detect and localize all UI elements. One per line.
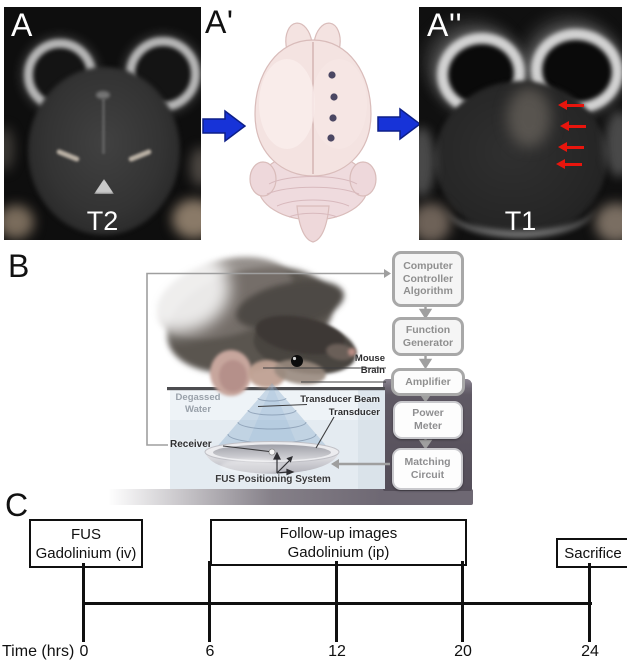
transducer-annotation: Transducer: [328, 407, 380, 418]
flowchart-box-power-meter: Power Meter: [393, 401, 463, 439]
panel-a-prime-label: A': [205, 4, 234, 40]
mouse-brain-dorsal-illustration: [249, 22, 377, 243]
timeline-event-sacrifice: Sacrifice: [556, 538, 627, 568]
timeline-tick-0: [82, 563, 85, 642]
red-arrow-left-icon: [560, 121, 586, 132]
transducer-bowl: [204, 441, 340, 475]
bright-crescent: [445, 175, 595, 238]
panel-a-double-prime-t1-mri: A'' T1: [419, 7, 622, 240]
mouse-brain-annotation: Mouse Brain: [354, 353, 385, 376]
tissue-blob: [190, 147, 201, 187]
timeline-tick-6: [208, 561, 211, 642]
transducer-beam-annotation: Transducer Beam: [300, 394, 380, 405]
red-arrow-left-icon: [558, 142, 584, 153]
mouse-nose: [348, 348, 356, 356]
table-shadow: [108, 489, 473, 505]
time-axis-label: Time (hrs): [2, 643, 75, 660]
leader-lines: [222, 367, 386, 453]
t2-caption: T2: [86, 206, 119, 236]
panel-a-label: A: [11, 7, 33, 43]
flowchart-box-matching-circuit: Matching Circuit: [392, 448, 463, 490]
t1-caption: T1: [504, 206, 537, 236]
tick-label-20: 20: [454, 643, 472, 660]
matching-to-transducer-arrow: [331, 459, 390, 469]
red-arrow-left-icon: [558, 100, 584, 111]
panel-a-t2-mri: A T2: [4, 7, 201, 240]
timeline-tick-20: [461, 561, 464, 642]
tissue-blob: [172, 199, 201, 239]
transducer-beam-cone: [215, 383, 329, 460]
tissue-blob: [605, 111, 622, 177]
sonication-target-spots: [327, 71, 338, 142]
receiver-annotation: Receiver: [170, 439, 212, 450]
tick-label-0: 0: [79, 643, 89, 660]
fus-positioning-system-annotation: FUS Positioning System: [215, 474, 331, 485]
panel-a-double-prime-label: A'': [427, 7, 463, 43]
brain-midline: [102, 99, 105, 154]
fus-setup-illustration: [120, 248, 433, 489]
flowchart-box-amplifier: Amplifier: [391, 368, 465, 396]
timeline-tick-24: [588, 563, 591, 642]
blue-arrow-right-icon: [377, 107, 421, 141]
tissue-blob: [419, 127, 435, 197]
timeline-event-followup-images: Follow-up images Gadolinium (ip): [210, 519, 467, 566]
tissue-blob: [4, 127, 14, 171]
flowchart-box-function-generator: Function Generator: [392, 317, 464, 356]
xyz-axes-icon: [273, 451, 295, 476]
tick-label-24: 24: [581, 643, 599, 660]
mouse-illustration: [120, 248, 357, 396]
mouse-eye: [291, 355, 303, 367]
degassed-water-annotation: Degassed Water: [175, 392, 221, 415]
flowchart-box-computer-controller-algorithm: Computer Controller Algorithm: [392, 251, 464, 307]
tick-label-12: 12: [328, 643, 346, 660]
tissue-blob: [419, 203, 451, 240]
brain-cross-section: [28, 67, 180, 235]
blue-arrow-right-icon: [202, 109, 246, 143]
panel-b-label: B: [8, 248, 30, 284]
bright-spot: [96, 91, 110, 99]
receiver-feedback-line: [146, 269, 391, 446]
timeline-event-fus-gadolinium-iv: FUS Gadolinium (iv): [29, 519, 143, 568]
water-surface-line: [167, 387, 385, 391]
tissue-blob: [595, 203, 622, 240]
contrast-enhancement-region: [507, 87, 551, 147]
red-arrow-left-icon: [556, 159, 582, 170]
tick-label-6: 6: [205, 643, 215, 660]
receiver-dot: [268, 448, 276, 456]
panel-c-label: C: [5, 487, 29, 523]
tissue-blob: [4, 205, 34, 239]
timeline-tick-12: [335, 561, 338, 642]
